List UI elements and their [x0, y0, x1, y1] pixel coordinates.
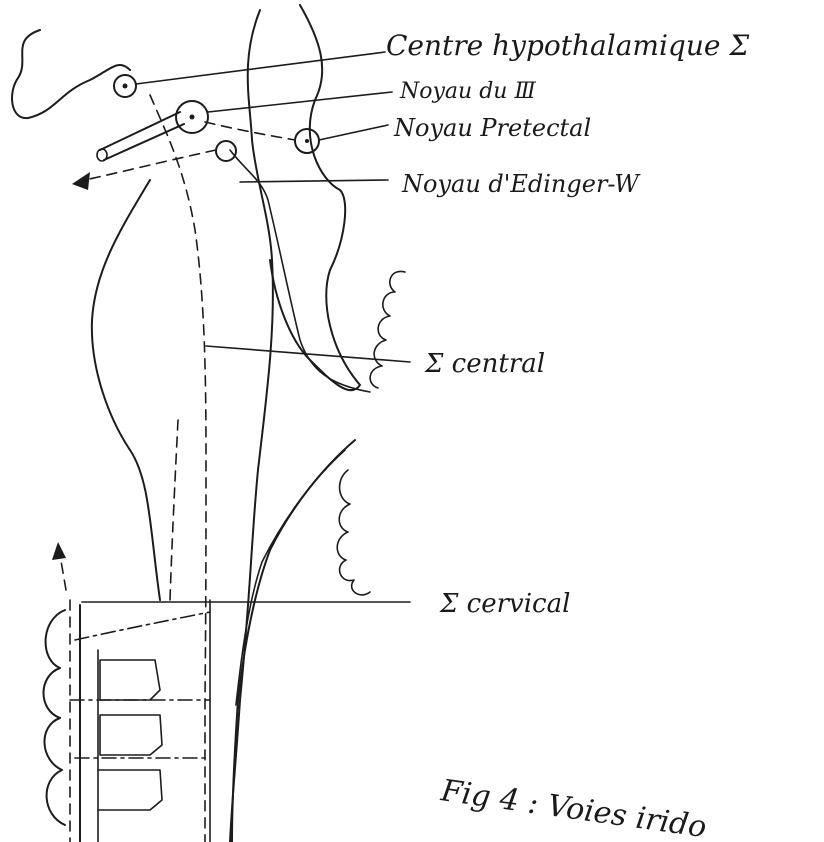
label-nucleus-III: Noyau du Ⅲ: [399, 79, 536, 104]
ascending-arrow-line: [60, 555, 66, 590]
label-edinger-nucleus: Noyau d'Edinger-W: [401, 170, 641, 198]
brainstem-outline-left: [92, 180, 160, 600]
optic-tract-end: [97, 149, 107, 161]
figure-caption: Fig 4 : Voies irido: [438, 773, 709, 842]
label-central-sympathetic: Σ central: [424, 349, 545, 379]
vertebra-wave-left: [44, 610, 66, 825]
central-sympathetic-tract: [150, 95, 206, 842]
vertebral-box-3: [98, 770, 162, 810]
efferent-arrow-head: [72, 172, 90, 190]
cervical-sympathetic-chain: [232, 440, 355, 842]
label-cervical-sympathetic: Σ cervical: [439, 589, 570, 619]
ciliary-wave-lower: [337, 470, 370, 595]
leader-nucleus-III: [208, 92, 392, 112]
preganglionic-pathway-1: [75, 612, 210, 640]
ascending-arrow-head: [52, 542, 66, 560]
pretectal-nucleus-dot: [305, 139, 309, 143]
edinger-westphal-nucleus: [216, 141, 236, 161]
leader-hypothalamic: [136, 52, 385, 84]
brain-outline-left: [12, 30, 130, 118]
ciliary-wave-upper: [370, 271, 405, 388]
label-pretectal-nucleus: Noyau Pretectal: [393, 114, 591, 142]
cervical-sympathetic-chain-inner: [236, 450, 345, 705]
leader-pretectal: [319, 125, 388, 140]
label-hypothalamic-center: Centre hypothalamique Σ: [386, 29, 749, 62]
oculomotor-nucleus-dot: [190, 115, 195, 120]
hypothalamic-nucleus-dot: [123, 84, 128, 89]
vertebral-box-1: [100, 660, 160, 700]
efferent-pathway: [85, 150, 216, 180]
vertebral-box-2: [100, 715, 162, 755]
leader-central: [206, 346, 410, 362]
central-sympathetic-tract-b: [170, 420, 178, 600]
leader-edinger: [240, 180, 388, 182]
oculomotor-fibre: [230, 150, 370, 392]
brainstem-outline-right: [270, 5, 360, 390]
